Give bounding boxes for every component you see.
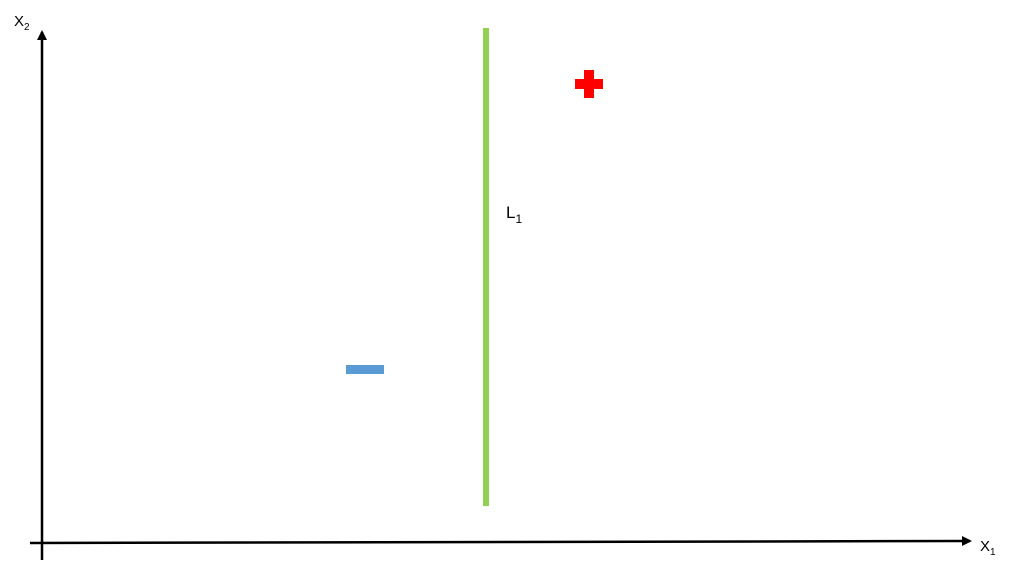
minus-icon bbox=[346, 365, 384, 374]
x-axis-label-main: X bbox=[980, 538, 990, 555]
x-axis bbox=[29, 536, 972, 547]
y-axis-label-subscript: 2 bbox=[24, 22, 30, 33]
decision-boundary-label-main: L bbox=[506, 203, 515, 222]
x-axis-label-subscript: 1 bbox=[990, 547, 996, 558]
decision-boundary-label-subscript: 1 bbox=[515, 212, 522, 226]
plus-icon bbox=[575, 70, 603, 98]
x-axis-label: X1 bbox=[980, 538, 996, 558]
y-axis-label-main: X bbox=[14, 13, 24, 30]
y-axis-label: X2 bbox=[14, 13, 30, 33]
decision-boundary-label: L1 bbox=[506, 203, 522, 226]
